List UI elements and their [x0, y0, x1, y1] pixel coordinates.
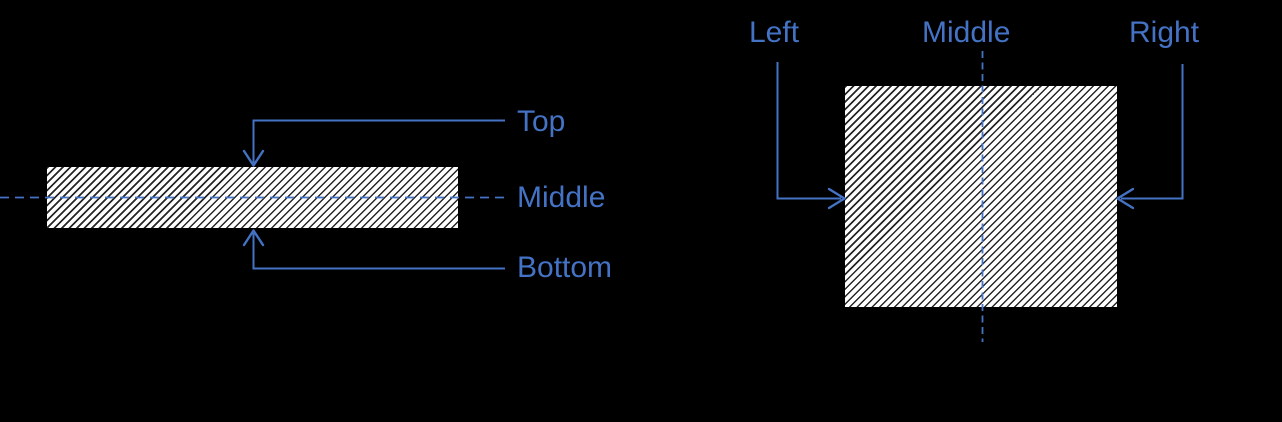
top-callout-line — [252, 119, 505, 163]
arrow-left-icon — [1116, 187, 1135, 210]
arrow-down-icon — [242, 149, 265, 167]
hatched-square — [845, 86, 1117, 307]
middle-label-horizontal: Middle — [922, 16, 1011, 49]
hatched-bar — [47, 167, 458, 228]
right-label: Right — [1129, 16, 1200, 49]
left-callout-line — [776, 62, 841, 200]
bottom-label: Bottom — [517, 251, 613, 284]
left-label: Left — [749, 16, 800, 49]
arrow-right-icon — [827, 187, 846, 210]
middle-label-vertical: Middle — [517, 181, 606, 214]
top-label: Top — [517, 105, 566, 138]
bottom-callout-line — [252, 233, 505, 270]
right-callout-line — [1121, 64, 1184, 200]
arrow-up-icon — [242, 229, 265, 247]
